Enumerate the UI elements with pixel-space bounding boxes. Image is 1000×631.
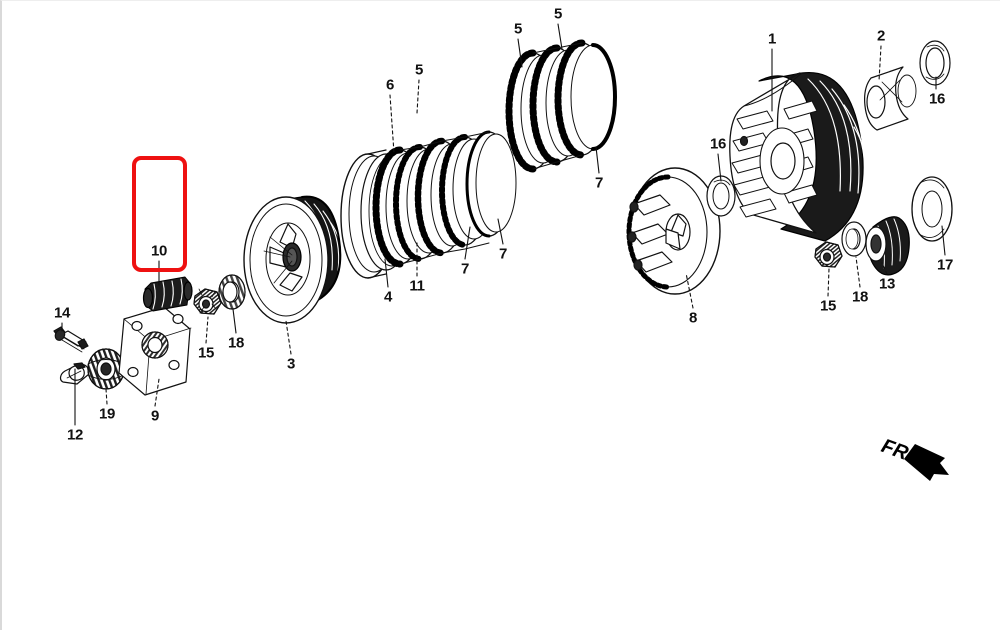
part-15-lock-nut-right bbox=[814, 241, 843, 268]
part-13-primary-drive-gear bbox=[865, 216, 910, 276]
callout-number-5: 5 bbox=[513, 20, 523, 38]
callout-number-2: 2 bbox=[876, 27, 886, 45]
part-17-thrust-washer-large bbox=[911, 176, 953, 242]
callout-number-16: 16 bbox=[928, 90, 946, 108]
part-1-clutch-outer-basket bbox=[729, 71, 869, 242]
callout-number-11: 11 bbox=[409, 277, 425, 295]
callout-number-13: 13 bbox=[878, 275, 896, 293]
leader-lines bbox=[61, 23, 946, 426]
callout-number-7: 7 bbox=[460, 260, 470, 278]
callout-number-16: 16 bbox=[709, 135, 727, 153]
callout-number-5: 5 bbox=[414, 61, 424, 79]
part-stack-clutch-discs-upper bbox=[505, 39, 617, 173]
part-2-clutch-outer-guide bbox=[864, 66, 917, 131]
part-18-washer-left bbox=[218, 274, 246, 310]
part-18-washer-right bbox=[841, 221, 867, 257]
callout-number-8: 8 bbox=[688, 309, 698, 327]
callout-number-14: 14 bbox=[53, 304, 71, 322]
part-16-thrust-washer-left bbox=[706, 175, 736, 217]
callout-number-18: 18 bbox=[227, 334, 245, 352]
callout-number-17: 17 bbox=[936, 256, 954, 274]
callout-number-15: 15 bbox=[819, 297, 837, 315]
callout-number-12: 12 bbox=[66, 426, 84, 444]
callout-number-5: 5 bbox=[553, 5, 563, 23]
callout-number-19: 19 bbox=[98, 405, 116, 423]
part-10-clutch-lifter-rod bbox=[142, 276, 193, 312]
part-3-clutch-center-gear bbox=[243, 195, 343, 324]
callout-number-9: 9 bbox=[150, 407, 160, 425]
callout-number-18: 18 bbox=[851, 288, 869, 306]
part-15-lock-nut-left bbox=[193, 288, 222, 315]
part-16-thrust-washer-right bbox=[919, 40, 951, 86]
part-19-bearing bbox=[87, 348, 125, 390]
orientation-marker: FR. bbox=[878, 433, 960, 479]
callout-number-15: 15 bbox=[197, 344, 215, 362]
part-14-flange-bolt bbox=[53, 326, 89, 353]
callout-number-4: 4 bbox=[383, 288, 393, 306]
callout-number-6: 6 bbox=[385, 76, 395, 94]
callout-number-3: 3 bbox=[286, 355, 296, 373]
part-9-lifter-cover-plate bbox=[118, 306, 192, 396]
callout-number-7: 7 bbox=[594, 174, 604, 192]
callout-number-7: 7 bbox=[498, 245, 508, 263]
callout-number-10: 10 bbox=[150, 242, 168, 260]
callout-number-1: 1 bbox=[767, 30, 777, 48]
part-8-clutch-lifter-plate bbox=[626, 167, 721, 295]
fr-arrow-icon bbox=[904, 444, 949, 481]
part-stack-clutch-discs-left bbox=[340, 130, 517, 279]
